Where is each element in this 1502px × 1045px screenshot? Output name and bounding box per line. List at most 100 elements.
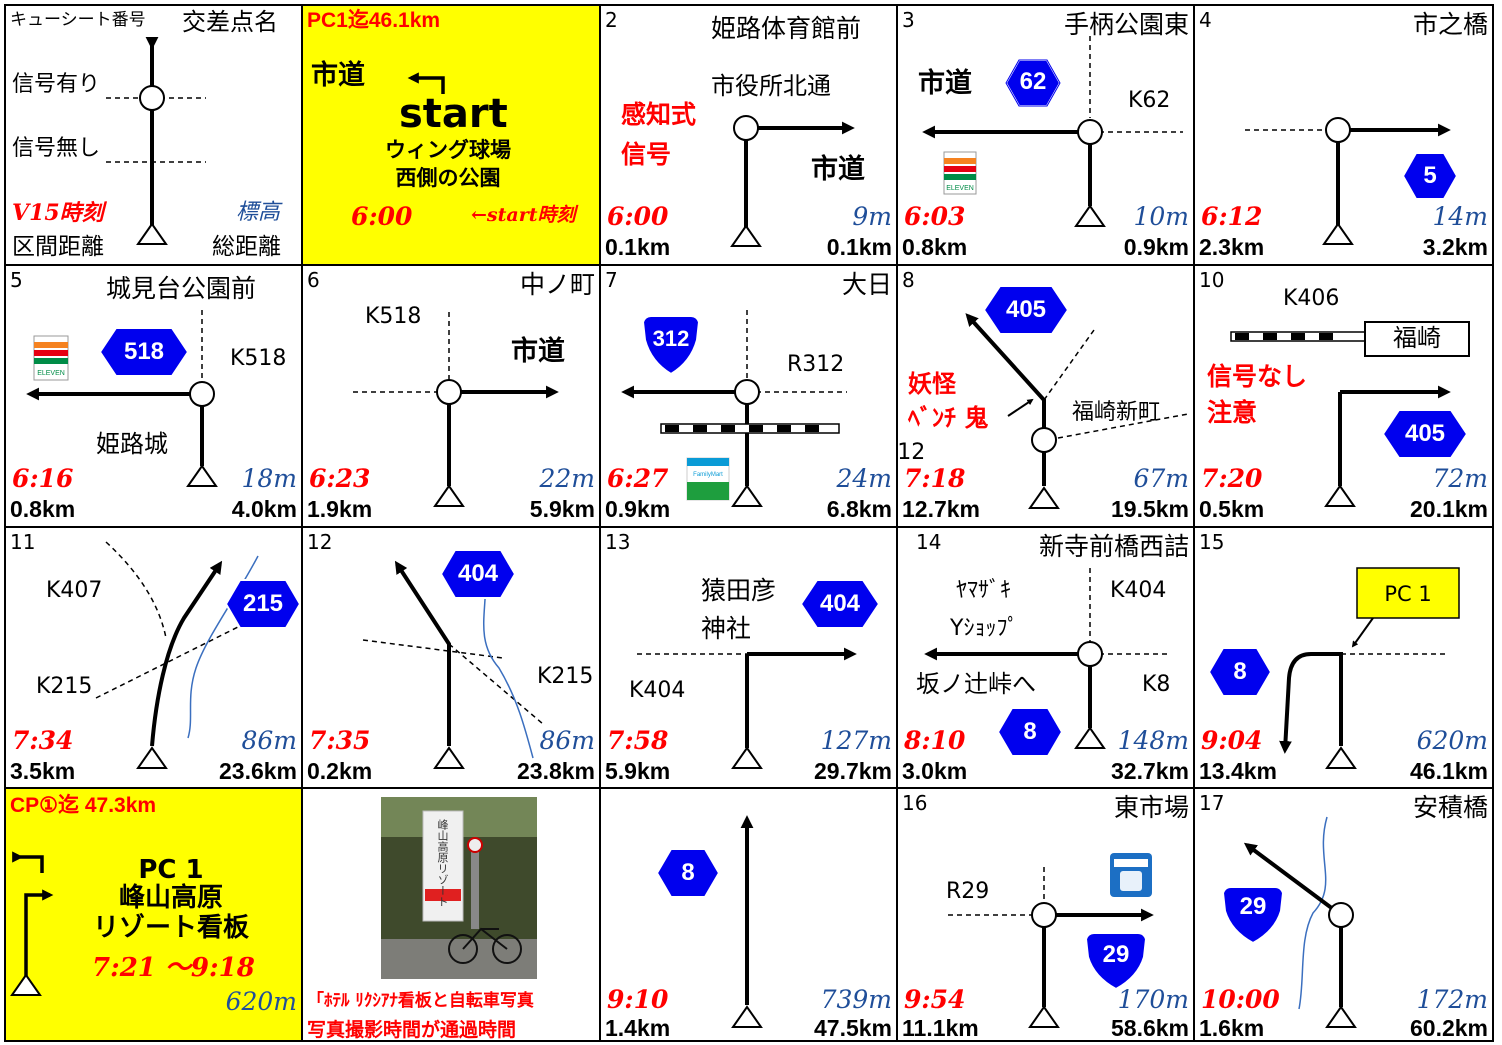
cue-cell-10: 10 K406 福崎 信号なし 注意 405 7:20 72m 0.5km 20… xyxy=(1195,266,1494,528)
cue-number: 12 xyxy=(307,530,333,554)
pc1-callout: PC 1 xyxy=(1384,582,1432,606)
cue-cell-8: 8 405 妖怪 ﾍﾞﾝﾁ 鬼 福崎新町 R312 7:18 67m 12.7k… xyxy=(898,266,1195,528)
cue-number: 14 xyxy=(916,530,942,554)
national-road-label: R312 xyxy=(898,440,926,465)
elevation: 620m xyxy=(1416,726,1488,755)
cue-cell-4: 4 市之橋 5 6:12 14m 2.3km 3.2km xyxy=(1195,6,1494,266)
section-distance: 13.4km xyxy=(1199,758,1278,784)
prefectural-road-label: K215 xyxy=(537,664,594,689)
elevation-label: 標高 xyxy=(236,200,281,225)
total-distance: 4.0km xyxy=(231,496,297,522)
elevation: 127m xyxy=(820,726,892,755)
pc1-header: CP①迄 47.3km xyxy=(10,794,157,817)
cue-number: 10 xyxy=(1199,268,1225,292)
road-label: 市道 xyxy=(918,68,972,99)
prefectural-road-label: K404 xyxy=(629,678,686,703)
section-distance: 11.1km xyxy=(902,1015,979,1041)
elevation: 10m xyxy=(1133,202,1189,231)
direction-label: 市役所北通 xyxy=(711,72,831,100)
start-place-line2: 西側の公園 xyxy=(395,166,501,190)
start-title: start xyxy=(399,91,508,137)
intersection-name: 中ノ町 xyxy=(519,270,595,299)
intersection-name: 城見台公園前 xyxy=(106,274,257,303)
cue-number: 6 xyxy=(307,268,320,292)
cue-number: 17 xyxy=(1199,791,1225,815)
section-distance: 1.6km xyxy=(1199,1015,1265,1041)
elevation: 18m xyxy=(241,464,297,493)
total-distance: 32.7km xyxy=(1110,758,1189,784)
v15-time-label: V15時刻 xyxy=(12,200,104,226)
route-number: 518 xyxy=(123,338,165,365)
intersection-label: 交差点名 xyxy=(182,8,278,36)
landmark-label-1: ﾔﾏｻﾞｷ xyxy=(956,578,1012,603)
signal-no-label: 信号無し xyxy=(12,136,101,161)
cue-number: 2 xyxy=(605,8,618,32)
prefectural-road-label: K62 xyxy=(1128,88,1171,113)
elevation: 86m xyxy=(539,726,595,755)
section-distance: 0.8km xyxy=(902,234,968,260)
pc1-cell: CP①迄 47.3km PC 1 峰山高原 リゾート看板 7:21 〜9:18 … xyxy=(6,789,303,1042)
cue-cell-12: 12 404 K215 7:35 86m 0.2km 23.8km xyxy=(303,528,601,789)
cue-sheet-grid: キューシート番号 交差点名 信号有り 信号無し V15時刻 標高 区間距離 総距… xyxy=(4,4,1494,1042)
time: 6:03 xyxy=(904,202,966,231)
elevation: 170m xyxy=(1117,985,1189,1014)
road-label: 市道 xyxy=(811,154,865,185)
time: 6:23 xyxy=(309,464,371,493)
direction-label: 坂ノ辻峠へ xyxy=(916,670,1036,698)
intersection-name: 新寺前橋西詰 xyxy=(1038,532,1189,561)
time: 7:35 xyxy=(309,726,371,755)
time: 7:34 xyxy=(12,726,74,755)
cue-cell-2: 2 姫路体育館前 市役所北通 市道 感知式 信号 6:00 9m 0.1km 0… xyxy=(601,6,898,266)
photo-caption-line2: 写真撮影時間が通過時間 xyxy=(307,1019,517,1041)
landmark-label-2: 神社 xyxy=(701,614,752,643)
signal-note-2: 信号 xyxy=(621,140,672,169)
time: 9:54 xyxy=(904,985,966,1014)
total-distance: 23.8km xyxy=(516,758,595,784)
route-number: 8 xyxy=(1023,718,1037,745)
total-distance: 0.1km xyxy=(826,234,892,260)
cue-number: 15 xyxy=(1199,530,1225,554)
cue-cell-3: ELEVEN 3 手柄公園東 市道 62 K62 6:03 10m 0.8km … xyxy=(898,6,1195,266)
section-distance: 0.2km xyxy=(307,758,373,784)
route-number: 29 xyxy=(1102,941,1130,968)
intersection-name: 東市場 xyxy=(1113,793,1189,822)
total-distance: 46.1km xyxy=(1409,758,1488,784)
route-number: 29 xyxy=(1239,893,1267,920)
total-distance: 58.6km xyxy=(1110,1015,1189,1041)
elevation: 148m xyxy=(1117,726,1189,755)
total-distance: 29.7km xyxy=(813,758,892,784)
landmark-note-1: 妖怪 xyxy=(908,370,956,398)
pc1-title-line1: PC 1 xyxy=(138,855,204,885)
seven-eleven-icon: ELEVEN xyxy=(943,151,977,195)
prefectural-road-label: K406 xyxy=(1283,286,1340,311)
route-number: 5 xyxy=(1423,162,1437,189)
landmark-label-2: Yｼｮｯﾌﾟ xyxy=(950,616,1019,641)
cue-number: 7 xyxy=(605,268,618,292)
cue-number: 16 xyxy=(902,791,928,815)
section-distance: 0.9km xyxy=(605,496,671,522)
cue-number: 5 xyxy=(10,268,23,292)
total-distance: 0.9km xyxy=(1123,234,1189,260)
intersection-name: 手柄公園東 xyxy=(1063,10,1189,39)
photo-cell: 峰山高原リゾート 「ﾎﾃﾙ ﾘｸｼｱﾅ看板と自転車写真 写真撮影時間が通過時間 xyxy=(303,789,601,1042)
route-62-sign xyxy=(1004,59,1062,107)
section-distance: 1.4km xyxy=(605,1015,671,1041)
pc1-time-range: 7:21 〜9:18 xyxy=(92,953,255,983)
route-number: 62 xyxy=(1019,68,1047,95)
total-distance: 47.5km xyxy=(813,1015,892,1041)
railway-crossing xyxy=(1230,331,1366,342)
seven-eleven-icon: ELEVEN xyxy=(33,335,69,381)
signal-yes-label: 信号有り xyxy=(12,72,101,97)
total-distance: 60.2km xyxy=(1409,1015,1488,1041)
destination-label: 姫路城 xyxy=(96,430,168,458)
road-label: 市道 xyxy=(511,336,565,367)
route-number: 215 xyxy=(242,590,284,617)
prefectural-road-label-1: K404 xyxy=(1110,578,1167,603)
legend-cell: キューシート番号 交差点名 信号有り 信号無し V15時刻 標高 区間距離 総距… xyxy=(6,6,303,266)
route-number: 312 xyxy=(652,326,690,351)
cue-number: 13 xyxy=(605,530,631,554)
cue-cell-straight: 8 9:10 739m 1.4km 47.5km xyxy=(601,789,898,1042)
start-cell: PC1迄46.1km 市道 start ウィング球場 西側の公園 6:00 ←s… xyxy=(303,6,601,266)
landmark-note-2: ﾍﾞﾝﾁ 鬼 xyxy=(908,404,989,432)
pc1-elevation: 620m xyxy=(225,987,297,1016)
